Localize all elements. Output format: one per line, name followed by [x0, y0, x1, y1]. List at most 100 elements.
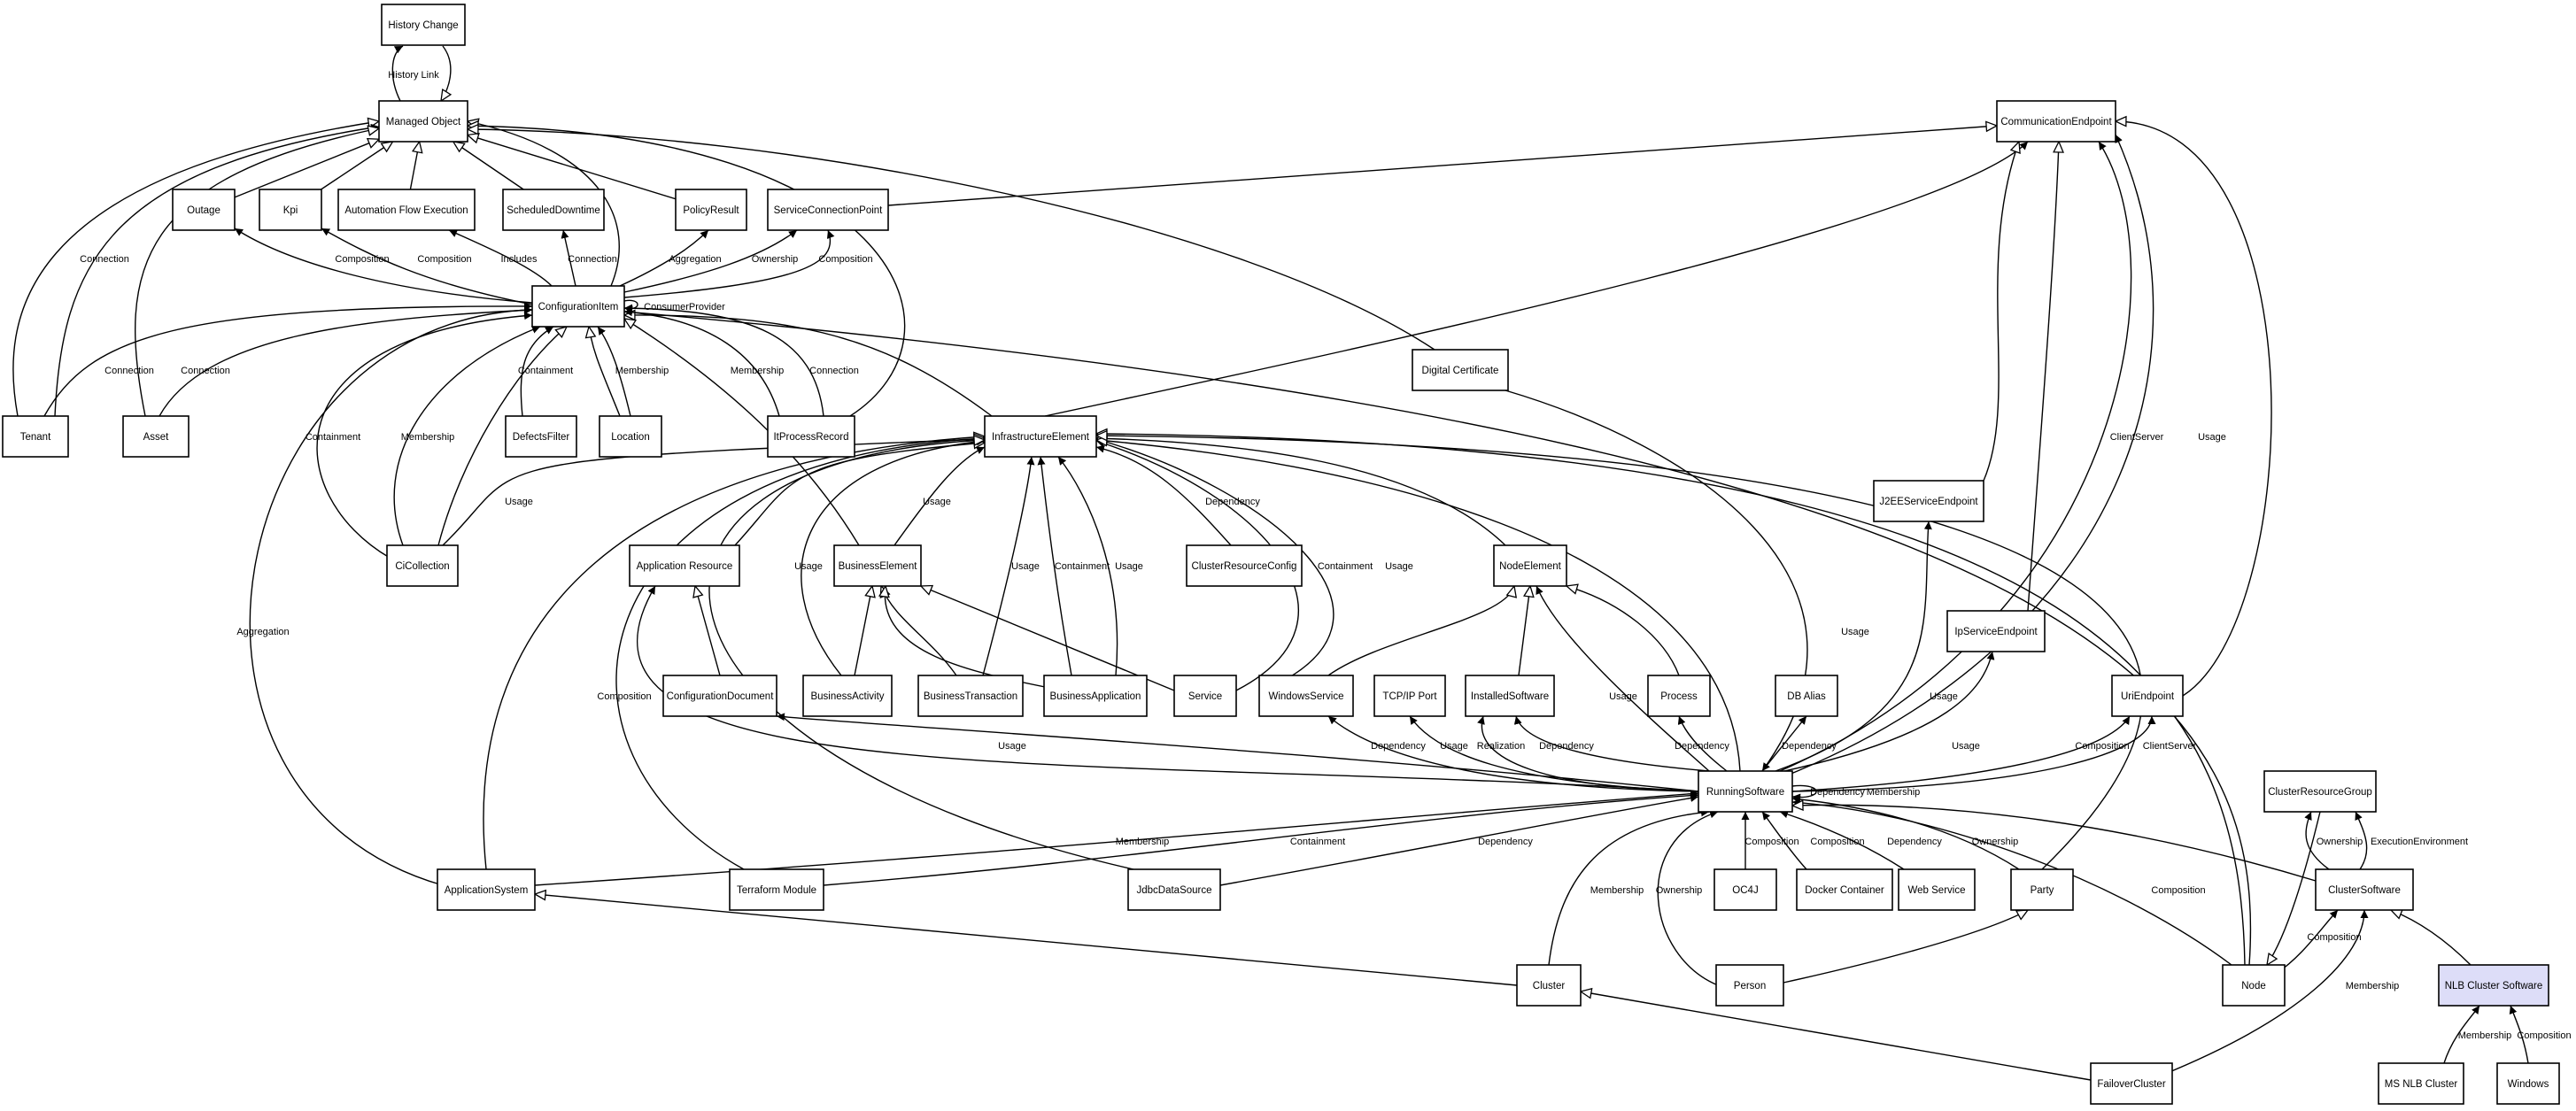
node-application-resource[interactable]: Application Resource: [629, 544, 740, 587]
node-cluster-software[interactable]: ClusterSoftware: [2315, 868, 2414, 911]
node-digital-certificate[interactable]: Digital Certificate: [1412, 349, 1509, 391]
node-box[interactable]: [802, 675, 893, 717]
node-tcp-ip-port[interactable]: TCP/IP Port: [1373, 675, 1446, 717]
node-tenant[interactable]: Tenant: [2, 415, 69, 458]
node-box[interactable]: [1873, 480, 1984, 522]
node-service[interactable]: Service: [1173, 675, 1237, 717]
node-box[interactable]: [2111, 675, 2184, 717]
node-nlbcluster-software[interactable]: NLB Cluster Software: [2438, 964, 2549, 1007]
node-uri-endpoint[interactable]: UriEndpoint: [2111, 675, 2184, 717]
node-box[interactable]: [1127, 868, 1221, 911]
node-box[interactable]: [531, 285, 625, 328]
node-box[interactable]: [1186, 544, 1303, 587]
node-cluster[interactable]: Cluster: [1516, 964, 1582, 1007]
node-business-activity[interactable]: BusinessActivity: [802, 675, 893, 717]
node-communication-endpoint[interactable]: CommunicationEndpoint: [1996, 100, 2116, 143]
node-box[interactable]: [122, 415, 190, 458]
node-box[interactable]: [2222, 964, 2286, 1007]
node-box[interactable]: [2315, 868, 2414, 911]
node-jdbc-data-source[interactable]: JdbcDataSource: [1127, 868, 1221, 911]
node-box[interactable]: [1493, 544, 1567, 587]
node-asset[interactable]: Asset: [122, 415, 190, 458]
node-box[interactable]: [337, 189, 476, 231]
node-box[interactable]: [1373, 675, 1446, 717]
node-box[interactable]: [2090, 1062, 2173, 1105]
node-ip-service-endpoint[interactable]: IpServiceEndpoint: [1946, 610, 2046, 652]
node-box[interactable]: [1412, 349, 1509, 391]
node-box[interactable]: [381, 4, 466, 46]
node-box[interactable]: [767, 415, 855, 458]
node-box[interactable]: [1996, 100, 2116, 143]
node-box[interactable]: [378, 100, 468, 143]
node-box[interactable]: [1647, 675, 1711, 717]
node-infrastructure-element[interactable]: InfrastructureElement: [984, 415, 1097, 458]
node-box[interactable]: [1516, 964, 1582, 1007]
node-box[interactable]: [729, 868, 824, 911]
node-windows-service[interactable]: WindowsService: [1258, 675, 1354, 717]
node-ci-collection[interactable]: CiCollection: [386, 544, 459, 587]
node-service-connection-point[interactable]: ServiceConnectionPoint: [767, 189, 889, 231]
node-automation-flow-execution[interactable]: Automation Flow Execution: [337, 189, 476, 231]
node-configuration-item[interactable]: ConfigurationItem: [531, 285, 625, 328]
node-running-software[interactable]: RunningSoftware: [1698, 770, 1793, 813]
node-node[interactable]: Node: [2222, 964, 2286, 1007]
node-process[interactable]: Process: [1647, 675, 1711, 717]
node-policy-result[interactable]: PolicyResult: [675, 189, 747, 231]
node-windows[interactable]: Windows: [2496, 1062, 2560, 1105]
node-box[interactable]: [767, 189, 889, 231]
node-box[interactable]: [1043, 675, 1148, 717]
node-party[interactable]: Party: [2010, 868, 2074, 911]
node-box[interactable]: [437, 868, 536, 911]
node-box[interactable]: [2, 415, 69, 458]
node-box[interactable]: [599, 415, 662, 458]
node-scheduled-downtime[interactable]: ScheduledDowntime: [502, 189, 605, 231]
node-box[interactable]: [386, 544, 459, 587]
node-business-element[interactable]: BusinessElement: [833, 544, 922, 587]
node-box[interactable]: [1775, 675, 1838, 717]
node-box[interactable]: [172, 189, 236, 231]
node-box[interactable]: [675, 189, 747, 231]
node-person[interactable]: Person: [1715, 964, 1784, 1007]
node-box[interactable]: [1796, 868, 1893, 911]
node-cluster-resource-group[interactable]: ClusterResourceGroup: [2263, 770, 2377, 813]
node-box[interactable]: [2010, 868, 2074, 911]
node-cluster-resource-config[interactable]: ClusterResourceConfig: [1186, 544, 1303, 587]
node-business-transaction[interactable]: BusinessTransaction: [917, 675, 1024, 717]
node-location[interactable]: Location: [599, 415, 662, 458]
node-box[interactable]: [1898, 868, 1976, 911]
node-box[interactable]: [1713, 868, 1777, 911]
node-kpi[interactable]: Kpi: [259, 189, 322, 231]
node-oc4-j[interactable]: OC4J: [1713, 868, 1777, 911]
node-box[interactable]: [1465, 675, 1555, 717]
node-box[interactable]: [1698, 770, 1793, 813]
node-installed-software[interactable]: InstalledSoftware: [1465, 675, 1555, 717]
node-box[interactable]: [2378, 1062, 2464, 1105]
node-outage[interactable]: Outage: [172, 189, 236, 231]
node-box[interactable]: [2438, 964, 2549, 1007]
node-application-system[interactable]: ApplicationSystem: [437, 868, 536, 911]
node-box[interactable]: [1173, 675, 1237, 717]
node-node-element[interactable]: NodeElement: [1493, 544, 1567, 587]
node-db-alias[interactable]: DB Alias: [1775, 675, 1838, 717]
node-box[interactable]: [1258, 675, 1354, 717]
node-defects-filter[interactable]: DefectsFilter: [505, 415, 577, 458]
node-managed-object[interactable]: Managed Object: [378, 100, 468, 143]
node-terraform-module[interactable]: Terraform Module: [729, 868, 824, 911]
node-box[interactable]: [505, 415, 577, 458]
node-box[interactable]: [2263, 770, 2377, 813]
node-box[interactable]: [662, 675, 777, 717]
node-history-change[interactable]: History Change: [381, 4, 466, 46]
node-failover-cluster[interactable]: FailoverCluster: [2090, 1062, 2173, 1105]
node-docker-container[interactable]: Docker Container: [1796, 868, 1893, 911]
node-box[interactable]: [629, 544, 740, 587]
node-box[interactable]: [917, 675, 1024, 717]
node-web-service[interactable]: Web Service: [1898, 868, 1976, 911]
node-j2-eeservice-endpoint[interactable]: J2EEServiceEndpoint: [1873, 480, 1984, 522]
node-box[interactable]: [984, 415, 1097, 458]
node-box[interactable]: [259, 189, 322, 231]
node-msnlbcluster[interactable]: MS NLB Cluster: [2378, 1062, 2464, 1105]
node-box[interactable]: [1946, 610, 2046, 652]
node-box[interactable]: [2496, 1062, 2560, 1105]
node-box[interactable]: [833, 544, 922, 587]
node-box[interactable]: [502, 189, 605, 231]
